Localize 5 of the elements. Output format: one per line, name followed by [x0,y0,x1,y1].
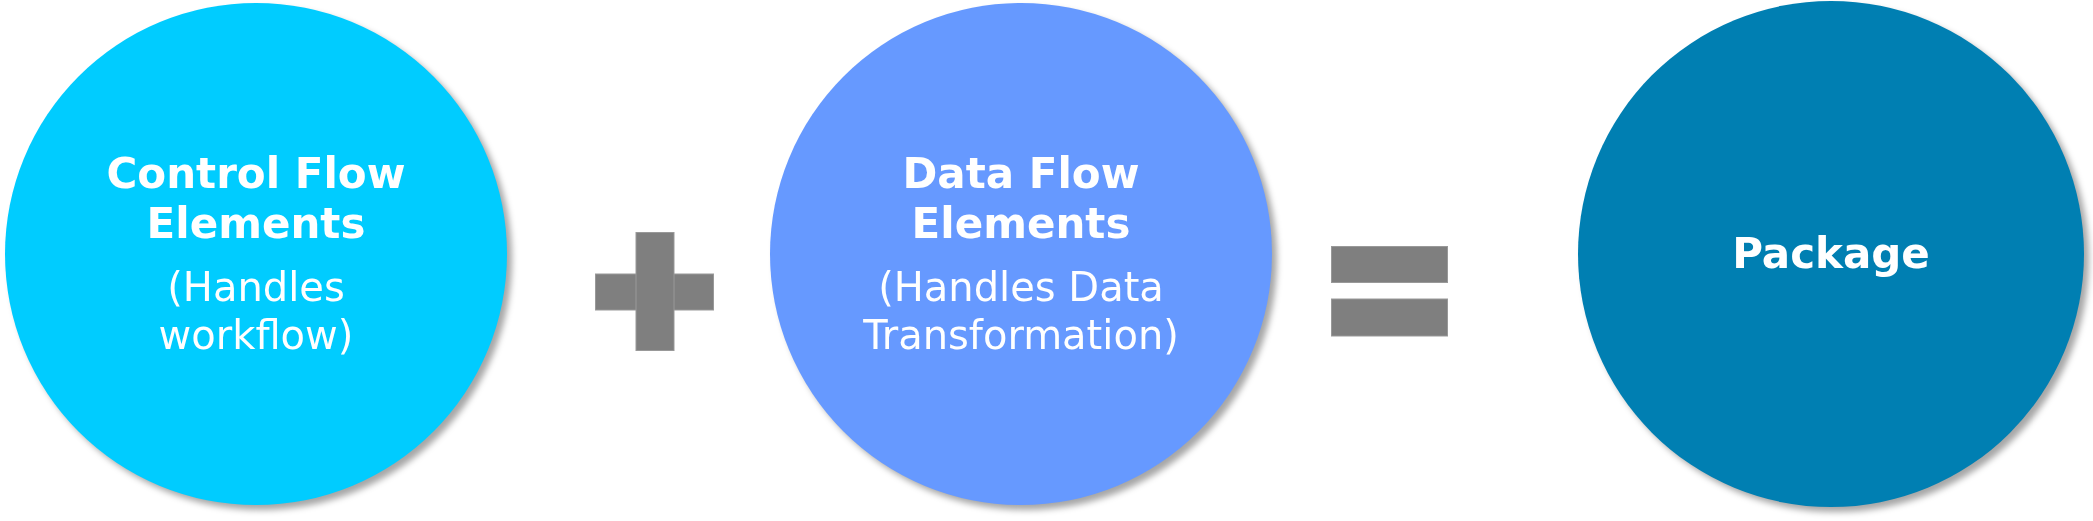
node-title: Package [1732,228,1930,280]
node-title: Control Flow Elements [105,148,407,250]
node-title: Data Flow Elements [901,148,1141,250]
node-description: (Handles Data Transformation) [862,263,1180,360]
node-description: (Handles workflow) [157,263,355,360]
